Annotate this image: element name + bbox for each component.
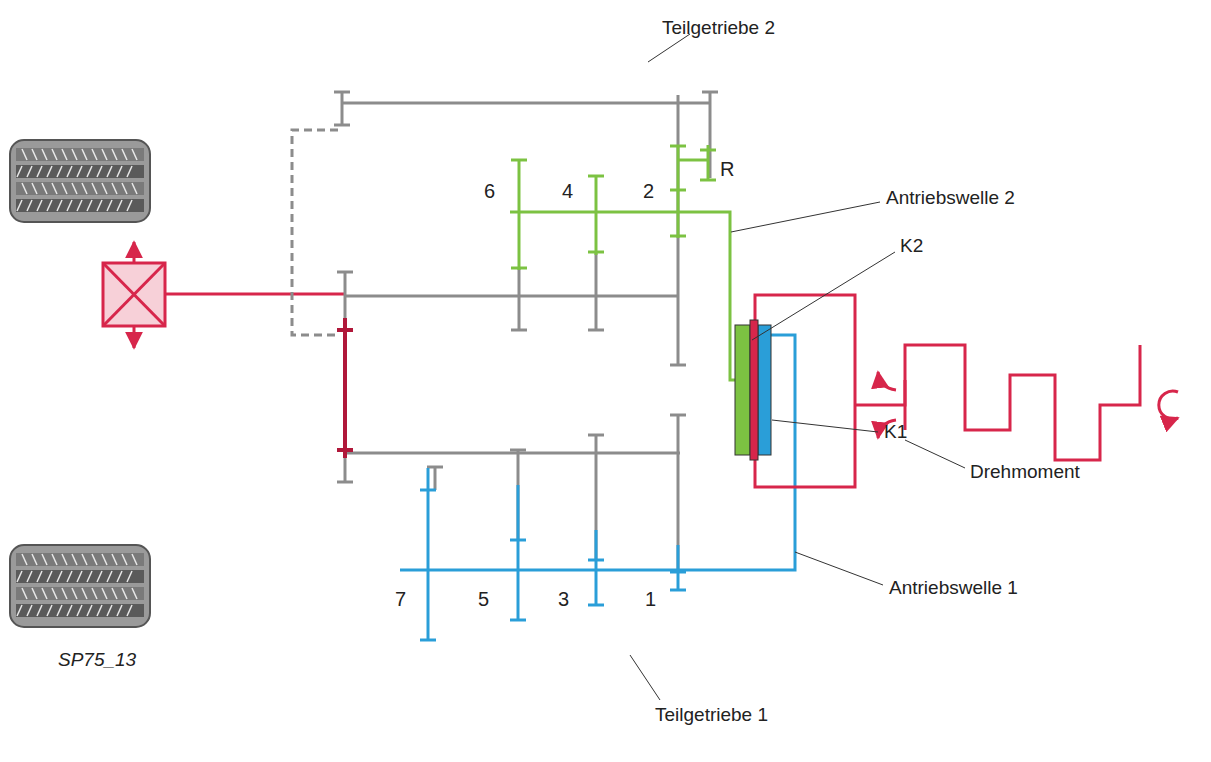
tire — [10, 140, 150, 222]
double-clutch — [735, 295, 855, 487]
callout-number: 5 — [478, 588, 489, 610]
leader-lines — [630, 34, 965, 700]
crankshaft — [855, 345, 1178, 460]
tire — [10, 545, 150, 627]
panel-heading: Teilgetriebe 2 — [662, 18, 775, 39]
part-label: Antriebswelle 1 — [889, 578, 1018, 599]
callout-number: 1 — [645, 588, 656, 610]
partial-gearbox-panel: Teilgetriebe 2 — [270, 90, 755, 475]
countershafts — [292, 92, 718, 572]
part-label: K1 — [884, 422, 907, 443]
figure-number: SP75_13 — [58, 650, 136, 671]
callout-number: 2 — [643, 180, 654, 202]
differential — [103, 242, 345, 348]
panel-heading: Teilgetriebe 1 — [655, 705, 768, 726]
callout-number: 4 — [562, 180, 573, 202]
callout-number: 3 — [558, 588, 569, 610]
callout-number: 7 — [395, 588, 406, 610]
panel-outline — [270, 90, 755, 475]
partial-gearbox-panel: Teilgetriebe 1 — [318, 308, 795, 672]
panel-outline — [318, 308, 795, 672]
output-shaft — [337, 318, 353, 458]
part-label: Drehmoment — [970, 462, 1080, 483]
part-label: K2 — [900, 236, 923, 257]
tires — [10, 140, 150, 627]
callout-number: 6 — [484, 180, 495, 202]
drive-shaft-2 — [510, 145, 738, 380]
callout-number: R — [720, 158, 734, 180]
part-label: Antriebswelle 2 — [886, 188, 1015, 209]
